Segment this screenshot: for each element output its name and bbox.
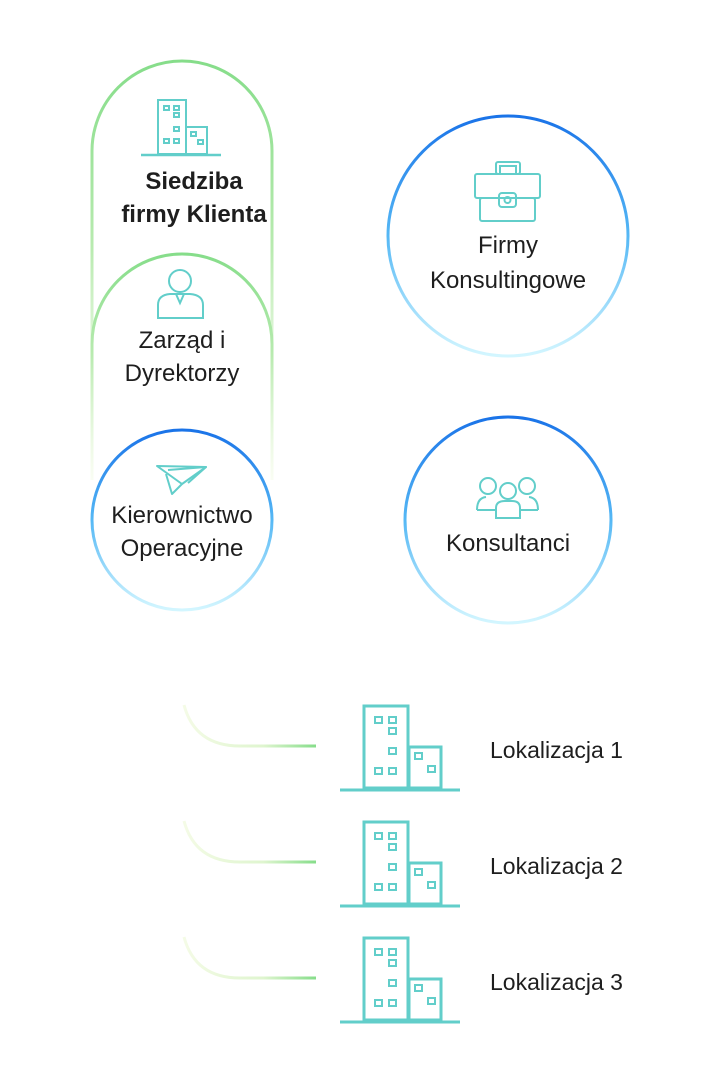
headquarters-label-line2: firmy Klienta (121, 201, 267, 228)
consulting-firms-label-line2: Konsultingowe (429, 267, 587, 294)
headquarters-label: Siedziba firmy Klienta (121, 165, 266, 231)
building-icon (141, 99, 221, 157)
operations-label-line2: Operacyjne (120, 535, 244, 562)
consulting-firms-circle (386, 114, 630, 358)
board-pill (90, 252, 274, 480)
board-label: Zarząd i Dyrektorzy (125, 324, 240, 390)
location-branches (182, 704, 316, 980)
consulting-firms-label: Firmy Konsultingowe (430, 228, 586, 298)
branch-1 (182, 704, 316, 748)
operations-label-line1: Kierownictwo (111, 502, 253, 529)
location-label-1: Lokalizacja 1 (490, 737, 623, 763)
location-label-3: Lokalizacja 3 (490, 969, 623, 995)
consulting-firms-label-line1: Firmy (478, 232, 538, 259)
location-label-2: Lokalizacja 2 (490, 853, 623, 879)
consultants-label: Konsultanci (446, 527, 570, 560)
consultants-circle (403, 415, 613, 625)
branch-3 (182, 936, 316, 980)
headquarters-label-line1: Siedziba (145, 168, 243, 195)
paper-plane-icon (156, 465, 207, 495)
operations-circle (90, 428, 274, 612)
board-label-line2: Dyrektorzy (124, 360, 240, 387)
location-building-icon-1 (340, 704, 460, 792)
headquarters-pill (90, 59, 274, 480)
briefcase-icon (474, 161, 541, 222)
location-building-icon-2 (338, 820, 462, 908)
manager-icon (157, 269, 204, 319)
location-building-icon-3 (338, 936, 462, 1024)
group-icon (476, 477, 539, 519)
branch-2 (182, 820, 316, 864)
board-label-line1: Zarząd i (138, 327, 226, 354)
operations-label: Kierownictwo Operacyjne (111, 499, 252, 565)
consultants-label-line1: Konsultanci (445, 530, 571, 557)
